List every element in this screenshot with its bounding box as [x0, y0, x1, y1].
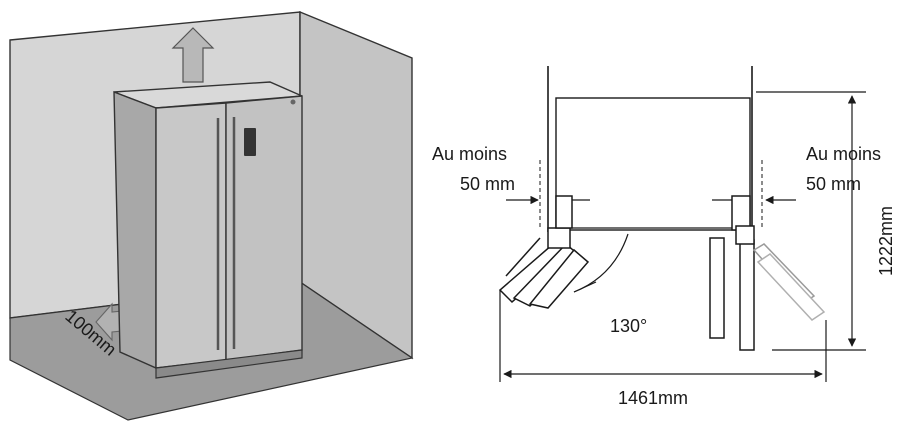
room-illustration: 100mm	[9, 10, 414, 421]
top-view-diagram	[498, 66, 866, 382]
depth-dimension-label: 1222mm	[876, 206, 896, 276]
display-panel-icon	[244, 128, 256, 156]
left-door-open	[498, 195, 590, 309]
width-dimension-label: 1461mm	[618, 388, 688, 408]
right-clearance-note-line2: 50 mm	[806, 174, 861, 194]
door-angle-label: 130°	[610, 316, 647, 336]
top-clearance-arrow-icon	[171, 27, 215, 83]
right-clearance-note-line1: Au moins	[806, 144, 881, 164]
left-clearance-note-line2: 50 mm	[460, 174, 515, 194]
fridge-top-outline	[555, 97, 751, 231]
fridge-illustration	[113, 81, 303, 379]
right-door-open	[709, 195, 826, 351]
left-clearance-note-line1: Au moins	[432, 144, 507, 164]
